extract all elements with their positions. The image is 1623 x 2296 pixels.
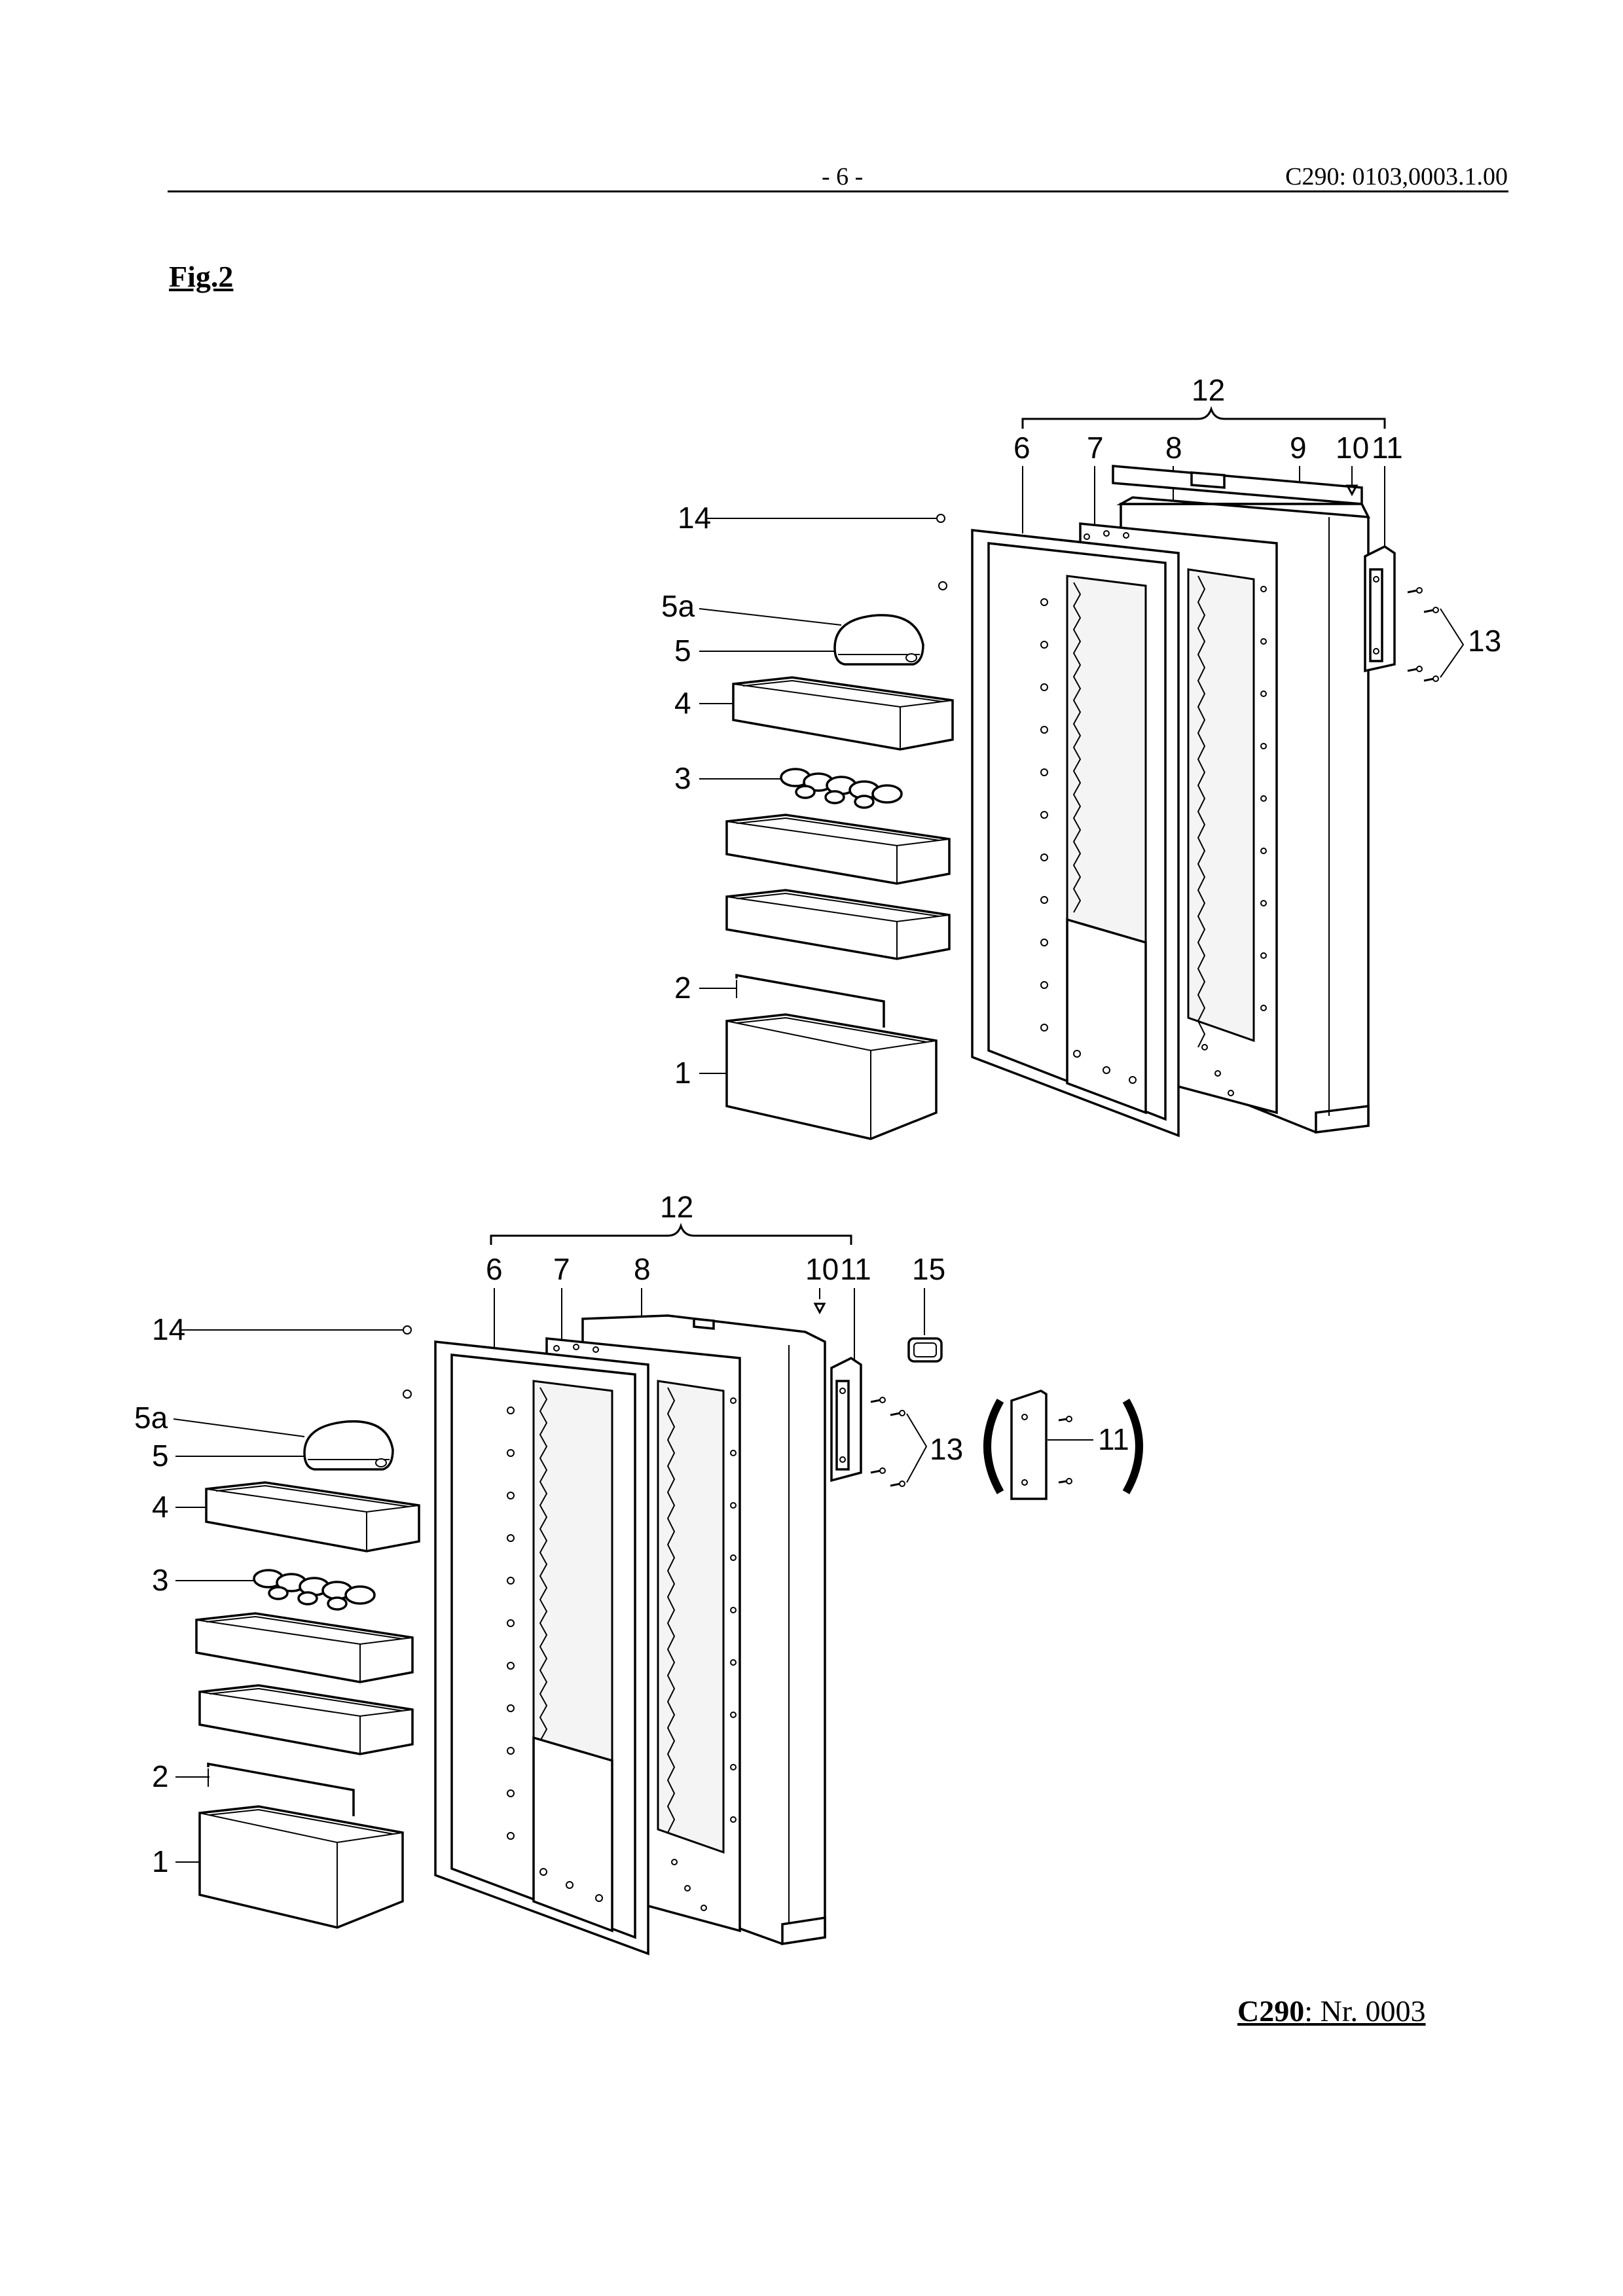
- bottom-label-15: 15: [912, 1252, 945, 1286]
- bottom-label-14: 14: [152, 1312, 185, 1346]
- top-screw-10: [1345, 484, 1359, 497]
- bottom-label-2: 2: [152, 1759, 169, 1793]
- alternate-hinge-detail: [983, 1390, 1143, 1500]
- model-name: C290: [1237, 1994, 1305, 2028]
- bottom-screw-10: [813, 1302, 826, 1315]
- top-plug-2: [938, 581, 947, 590]
- top-frame-clips: [1040, 598, 1137, 1084]
- bottom-label-4: 4: [152, 1490, 169, 1524]
- top-shelf-middle-2: [725, 889, 951, 960]
- bottom-label-8: 8: [634, 1252, 651, 1286]
- top-label-11: 11: [1372, 431, 1403, 465]
- bottom-shelf-bottom: [198, 1805, 404, 1929]
- header-rule: [168, 190, 1508, 192]
- top-label-8: 8: [1165, 431, 1182, 465]
- top-label-10: 10: [1336, 431, 1369, 465]
- bottom-frame-clips: [507, 1407, 603, 1902]
- bottom-label-3: 3: [152, 1563, 169, 1597]
- top-label-2: 2: [674, 971, 691, 1005]
- bottom-plug-1: [403, 1325, 412, 1335]
- top-rail: [735, 973, 885, 1028]
- bottom-label-1: 1: [152, 1844, 169, 1878]
- top-label-1: 1: [674, 1056, 691, 1090]
- bottom-assembly-brace: [490, 1223, 852, 1245]
- top-label-3: 3: [674, 761, 691, 795]
- bottom-handle-cover: [907, 1337, 943, 1363]
- bottom-exploded-view: 12 6 7 8 10 11 15: [134, 1190, 1143, 1956]
- top-shelf-middle-1: [725, 814, 951, 885]
- top-label-4: 4: [674, 686, 691, 720]
- bottom-plug-2: [403, 1390, 412, 1399]
- top-label-13: 13: [1468, 624, 1501, 658]
- top-plug-1: [936, 514, 945, 523]
- bottom-label-12: 12: [660, 1190, 693, 1224]
- bottom-door-frame: [434, 1340, 649, 1956]
- top-door-frame: [971, 529, 1180, 1138]
- top-label-6: 6: [1013, 431, 1030, 465]
- top-shelf-bottom: [725, 1013, 938, 1140]
- bottom-liner-holes: [553, 1344, 737, 1911]
- bottom-hinge-screws: [870, 1397, 928, 1487]
- top-label-9: 9: [1290, 431, 1307, 465]
- top-shelf-lid: [833, 614, 924, 666]
- bottom-shelf-4: [205, 1481, 420, 1552]
- top-label-5: 5: [674, 634, 691, 668]
- figure-title: Fig.2: [169, 260, 234, 293]
- page-number: - 6 -: [822, 163, 864, 190]
- model-number: : Nr. 0003: [1304, 1994, 1426, 2028]
- top-shelf-4: [732, 676, 954, 751]
- top-hinge: [1364, 545, 1396, 673]
- bottom-label-10: 10: [805, 1252, 839, 1286]
- bottom-label-5: 5: [152, 1439, 169, 1473]
- bottom-label-6: 6: [486, 1252, 503, 1286]
- bottom-shelf-middle-1: [195, 1612, 414, 1683]
- bottom-label-11: 11: [840, 1252, 871, 1286]
- top-cover-strip: [1112, 465, 1363, 505]
- top-label-7: 7: [1087, 431, 1104, 465]
- document-reference: C290: 0103,0003.1.00: [1285, 163, 1508, 190]
- top-assembly-brace: [1021, 406, 1386, 429]
- top-label-5a: 5a: [661, 589, 695, 623]
- top-label-12: 12: [1192, 373, 1225, 407]
- bottom-label-11-alt: 11: [1098, 1422, 1129, 1456]
- bottom-rail: [207, 1762, 355, 1816]
- bottom-shelf-lid: [303, 1420, 394, 1471]
- top-exploded-view: 12 6 7 8 9 10 11: [661, 373, 1501, 1140]
- bottom-egg-tray: [253, 1569, 376, 1611]
- bottom-hinge: [830, 1356, 862, 1482]
- bottom-label-7: 7: [553, 1252, 570, 1286]
- top-egg-tray: [780, 768, 903, 809]
- bottom-shelf-middle-2: [198, 1684, 414, 1755]
- bottom-label-5a: 5a: [134, 1401, 168, 1435]
- top-label-14: 14: [678, 501, 711, 535]
- top-liner-holes: [1084, 530, 1267, 1096]
- model-reference: C290: Nr. 0003: [1237, 1994, 1426, 2028]
- top-hinge-screws: [1407, 587, 1465, 682]
- bottom-label-13: 13: [930, 1432, 963, 1466]
